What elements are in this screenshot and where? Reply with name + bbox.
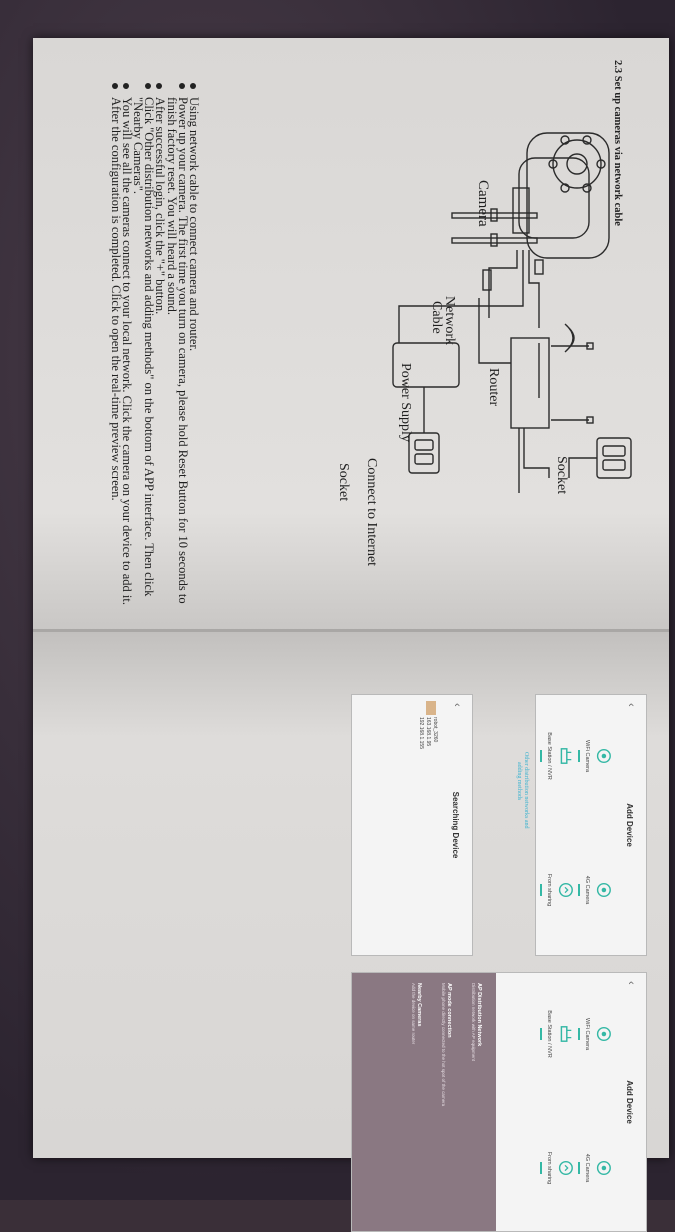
tile-from-sharing[interactable]: From sharing [540, 1113, 574, 1223]
tile-base-station-nvr[interactable]: Base Station / NVR [540, 701, 574, 811]
screen-title: Add Device [625, 803, 634, 847]
label-socket-bottom: Socket [336, 463, 351, 502]
tile-wifi-camera[interactable]: WiFi Camera [578, 979, 612, 1089]
menu-item-desc: Mobile phone directly connected to the h… [441, 983, 446, 1107]
app-screen-add-device: ‹ Add Device WiFi Camera 4G Camera Base … [535, 694, 647, 956]
menu-item-desc: Distribution network with AP equipment [471, 983, 476, 1061]
link-line: Other distribution networks and [523, 752, 529, 829]
right-page: ‹ Add Device WiFi Camera 4G Camera Base … [33, 632, 669, 1232]
tile-4g-camera[interactable]: 4G Camera [578, 835, 612, 945]
connection-diagram [392, 132, 632, 493]
instruction-item: Power up your camera. The first time you… [165, 83, 190, 613]
tile-underline [540, 750, 542, 762]
instruction-list: Using network cable to connect camera an… [109, 83, 201, 613]
app-screen-add-device-menu: ‹ Add Device WiFi Camera 4G Camera Base … [351, 972, 647, 1232]
device-thumbnail [426, 701, 436, 715]
menu-item-nearby-cameras[interactable]: Nearby Cameras Add the device on same ro… [411, 983, 422, 1044]
tile-label: From sharing [546, 873, 552, 907]
nvr-icon [560, 1026, 572, 1042]
tile-underline [540, 1028, 542, 1040]
menu-item-title: AP mode connection [446, 983, 452, 1038]
other-methods-link[interactable]: Other distribution networks and adding m… [515, 752, 529, 829]
photo-stage: 2.3 Set up cameras via network cable [0, 0, 675, 1200]
tile-label: WiFi Camera [584, 1017, 590, 1051]
label-power-supply: Power Supply [398, 363, 413, 442]
tile-label: Base Station / NVR [546, 732, 552, 780]
result-line: 163.168.1.95 [425, 717, 431, 747]
tile-underline [578, 1028, 580, 1040]
router-illustration [478, 298, 594, 493]
socket-bottom-illustration [408, 432, 440, 474]
camera-icon [596, 748, 611, 764]
method-menu: AP Distribution Network Distribution net… [352, 973, 496, 1231]
menu-backdrop[interactable]: AP Distribution Network Distribution net… [352, 973, 496, 1231]
tile-label: WiFi Camera [584, 739, 590, 773]
menu-item-desc: Add the device on same router [411, 983, 416, 1045]
manual-booklet: 2.3 Set up cameras via network cable [33, 38, 669, 1232]
label-router: Router [486, 368, 501, 407]
menu-item-ap-distribution[interactable]: AP Distribution Network Distribution net… [471, 983, 482, 1061]
camera-illustration [451, 132, 610, 259]
left-page: 2.3 Set up cameras via network cable [33, 38, 669, 630]
tile-wifi-camera[interactable]: WiFi Camera [578, 701, 612, 811]
tile-base-station-nvr[interactable]: Base Station / NVR [540, 979, 574, 1089]
instruction-item: Click "Other distribution networks and a… [131, 83, 156, 613]
tile-label: 4G Camera [584, 1153, 590, 1183]
label-camera: Camera [475, 180, 491, 227]
tile-underline [578, 1162, 580, 1174]
app-screen-searching-device: ‹ Searching Device robot_3260 163.168.1.… [351, 694, 473, 956]
result-line: 192.168.1.155 [418, 717, 424, 749]
share-icon [558, 882, 573, 898]
tile-from-sharing[interactable]: From sharing [540, 835, 574, 945]
tile-label: From sharing [546, 1151, 552, 1185]
tile-underline [540, 1162, 542, 1174]
menu-item-title: AP Distribution Network [476, 983, 482, 1047]
nvr-icon [560, 748, 572, 764]
label-connect-internet: Connect to Internet [364, 458, 379, 567]
tile-underline [578, 884, 580, 896]
tile-4g-camera[interactable]: 4G Camera [578, 1113, 612, 1223]
camera-icon [596, 1160, 611, 1176]
camera-icon [596, 1026, 611, 1042]
screen-title: Add Device [625, 1080, 634, 1124]
link-line: adding methods [516, 762, 522, 801]
share-icon [558, 1160, 573, 1176]
menu-item-title: Nearby Cameras [416, 983, 422, 1027]
camera-icon [596, 882, 611, 898]
screen-title: Searching Device [451, 791, 460, 859]
menu-item-ap-mode[interactable]: AP mode connection Mobile phone directly… [441, 983, 452, 1106]
tile-underline [578, 750, 580, 762]
instruction-item: After the configuration is completed. Cl… [109, 83, 123, 613]
tile-label: Base Station / NVR [546, 1010, 552, 1058]
power-supply-illustration [392, 305, 460, 433]
search-result-item[interactable]: robot_3260 163.168.1.95 192.168.1.155 [408, 701, 438, 821]
tile-label: 4G Camera [584, 875, 590, 905]
tile-underline [540, 884, 542, 896]
label-socket-top: Socket [554, 456, 569, 495]
socket-top-illustration [596, 437, 632, 479]
label-network-cable-2: Cable [429, 301, 444, 334]
result-name: robot_3260 [432, 717, 438, 743]
